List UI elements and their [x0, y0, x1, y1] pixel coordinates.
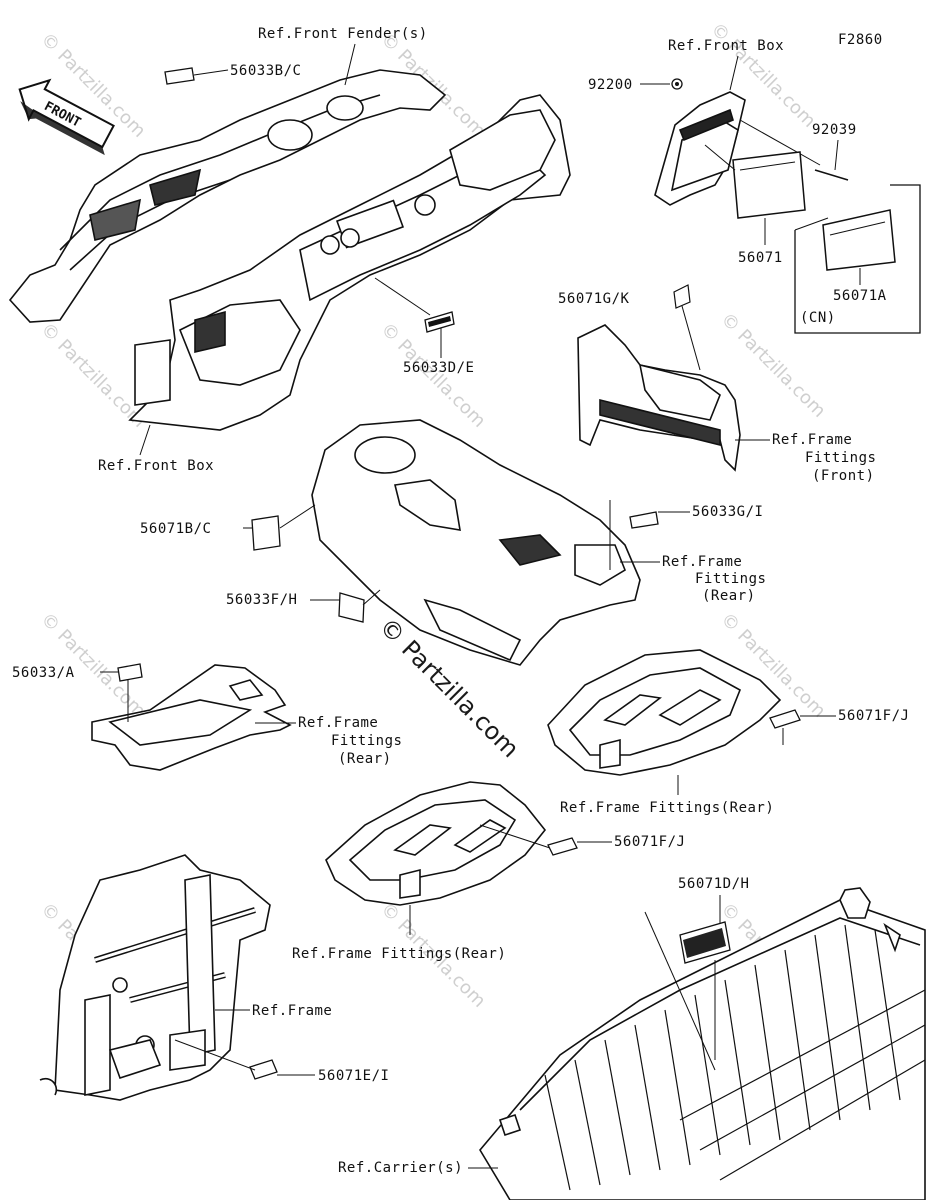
ref-frame-fittings-rear-a-label-2: Fittings: [695, 571, 766, 587]
ref-front-fender-label: Ref.Front Fender(s): [258, 26, 428, 42]
part-number-56071fj-a: 56071F/J: [838, 708, 909, 724]
sticker-56071fj-a: [769, 709, 836, 745]
carrier-part: [479, 887, 926, 1200]
sticker-56033de: [374, 277, 455, 358]
frame-fittings-front-part: [577, 324, 741, 472]
part-number-56033gi: 56033G/I: [692, 504, 763, 520]
sticker-56071bc: [243, 504, 316, 551]
sticker-56071ei: [174, 1039, 315, 1080]
frame-part: [39, 854, 271, 1101]
part-number-56033a: 56033/A: [12, 665, 75, 681]
part-number-56033fh: 56033F/H: [226, 592, 297, 608]
sticker-56033bc: [164, 67, 229, 85]
part-number-56071gk: 56071G/K: [558, 291, 630, 307]
part-number-56071a: 56071A: [833, 288, 887, 304]
front-fender-part: [8, 69, 447, 323]
watermark-text: © Partzilla.com: [36, 319, 149, 432]
part-number-56033de: 56033D/E: [403, 360, 474, 376]
part-number-56071bc: 56071B/C: [140, 521, 211, 537]
ref-front-box-label-left: Ref.Front Box: [98, 458, 214, 474]
part-number-56071dh: 56071D/H: [678, 876, 749, 892]
ref-front-box-label-top: Ref.Front Box: [668, 38, 784, 54]
sticker-56071dh: [644, 895, 731, 1071]
ref-frame-fittings-front-label-3: (Front): [812, 468, 875, 484]
part-number-56033bc: 56033B/C: [230, 63, 301, 79]
part-number-56071ei: 56071E/I: [318, 1068, 389, 1084]
ref-frame-fittings-front-label-2: Fittings: [805, 450, 876, 466]
ref-frame-fittings-rear-b-label-2: Fittings: [331, 733, 402, 749]
tray-a-part: [547, 649, 782, 776]
ref-frame-label: Ref.Frame: [252, 1003, 332, 1019]
clip-92039: [739, 119, 849, 181]
sticker-56033a: [100, 663, 143, 722]
ref-frame-fittings-rear-b-label-3: (Rear): [338, 751, 392, 767]
ref-frame-fittings-rear-a-label-3: (Rear): [702, 588, 756, 604]
part-number-92200: 92200: [588, 77, 633, 93]
sticker-56033fh: [310, 589, 381, 623]
front-box-lid-part: [654, 91, 746, 206]
diagram-code: F2860: [838, 32, 883, 48]
part-number-56071fj-b: 56071F/J: [614, 834, 685, 850]
ref-frame-fittings-rear-b-label-1: Ref.Frame: [298, 715, 378, 731]
label-56071a-box: [794, 184, 921, 334]
center-console-part: [311, 419, 641, 666]
sticker-56071gk: [673, 284, 701, 371]
label-56071: [704, 144, 806, 245]
sticker-56033gi: [609, 500, 690, 570]
washer-92200: [640, 78, 683, 90]
sticker-56071fj-b: [479, 824, 612, 856]
tray-b-part: [325, 781, 547, 906]
cn-note: (CN): [800, 310, 836, 326]
front-box-part: [128, 94, 571, 431]
ref-carriers-label: Ref.Carrier(s): [338, 1160, 463, 1176]
ref-frame-fittings-rear-d-label: Ref.Frame Fittings(Rear): [292, 946, 506, 962]
part-number-56071: 56071: [738, 250, 783, 266]
part-number-92039: 92039: [812, 122, 857, 138]
ref-frame-fittings-front-label-1: Ref.Frame: [772, 432, 852, 448]
ref-frame-fittings-rear-a-label-1: Ref.Frame: [662, 554, 742, 570]
ref-frame-fittings-rear-c-label: Ref.Frame Fittings(Rear): [560, 800, 774, 816]
floor-panel-part: [91, 664, 292, 771]
